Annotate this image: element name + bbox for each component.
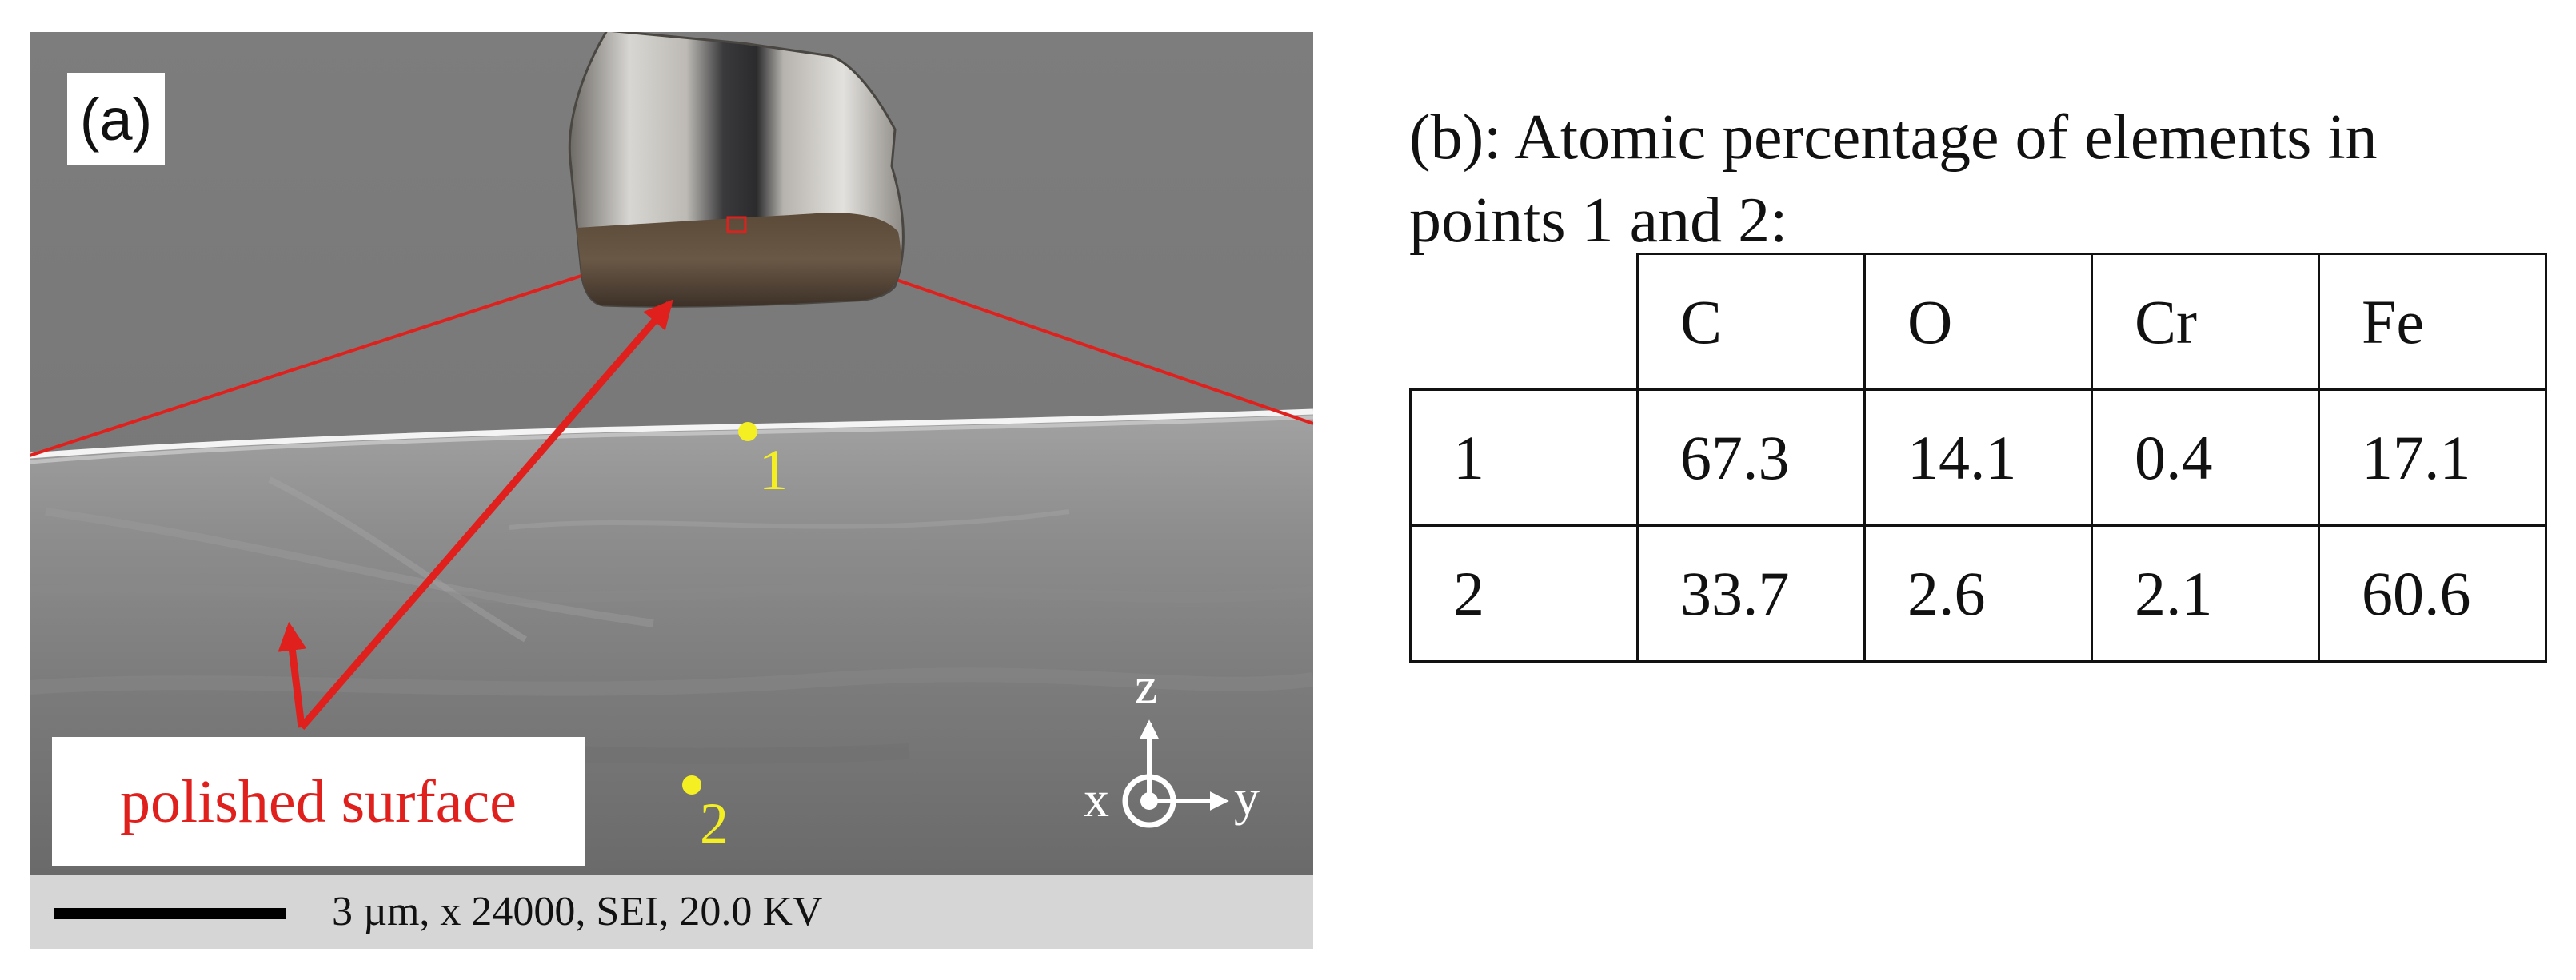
table-header-row: C O Cr Fe [1410, 253, 2547, 391]
table-caption: (b): Atomic percentage of elements in po… [1409, 96, 2561, 262]
header-cell: Fe [2318, 253, 2547, 391]
panel-a-label: (a) [67, 73, 165, 165]
point-2-label: 2 [700, 791, 729, 855]
table-row: 2 33.7 2.6 2.1 60.6 [1409, 524, 2547, 663]
table-cell: 0.4 [2091, 388, 2320, 527]
caption-line-1: (b): Atomic percentage of elements in [1409, 102, 2378, 173]
header-cell: Cr [2091, 253, 2320, 391]
table-cell: 33.7 [1636, 524, 1866, 663]
header-cell: O [1863, 253, 2093, 391]
table-cell: 2.6 [1863, 524, 2093, 663]
atomic-percentage-table: C O Cr Fe 1 67.3 14.1 0.4 17.1 2 33.7 2.… [1409, 253, 2547, 663]
table-cell: 67.3 [1636, 388, 1866, 527]
scale-bar-text: 3 µm, x 24000, SEI, 20.0 KV [332, 889, 823, 934]
tool-inset-image [568, 32, 905, 308]
table-cell: 17.1 [2318, 388, 2547, 527]
row-label-cell: 1 [1409, 388, 1639, 527]
table-panel: (b): Atomic percentage of elements in po… [1409, 96, 2561, 679]
table-cell: 14.1 [1863, 388, 2093, 527]
y-axis-label: y [1234, 769, 1260, 826]
point-1-marker [738, 422, 757, 441]
x-axis-label: x [1084, 771, 1109, 827]
table-corner-cell [1410, 253, 1639, 391]
header-cell: C [1636, 253, 1866, 391]
sem-image-panel: (a) polished surface 1 2 z x y 3 µm, x 2… [30, 32, 1313, 949]
table-cell: 60.6 [2318, 524, 2547, 663]
table-row: 1 67.3 14.1 0.4 17.1 [1409, 388, 2547, 527]
scale-bar [54, 908, 286, 919]
caption-line-2: points 1 and 2: [1409, 185, 1788, 256]
point-1-label: 1 [759, 438, 788, 502]
point-2-marker [682, 775, 701, 795]
polished-surface-callout: polished surface [52, 737, 585, 866]
table-cell: 2.1 [2091, 524, 2320, 663]
z-axis-label: z [1135, 657, 1158, 714]
row-label-cell: 2 [1409, 524, 1639, 663]
